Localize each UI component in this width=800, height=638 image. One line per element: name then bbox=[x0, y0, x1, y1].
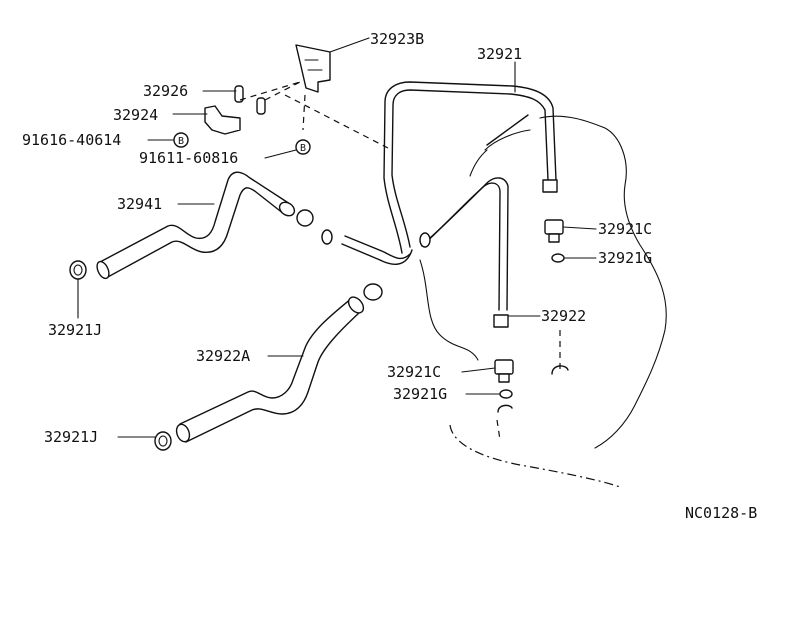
clip-hose-32941-end bbox=[296, 209, 314, 227]
clip-32921J-bottom bbox=[154, 431, 172, 451]
label-32921C-top: 32921C bbox=[598, 220, 652, 238]
pipe-32926 bbox=[234, 85, 266, 115]
port-bottom bbox=[497, 404, 513, 413]
label-32921: 32921 bbox=[477, 45, 522, 63]
svg-text:B: B bbox=[178, 136, 184, 147]
label-32921J-top: 32921J bbox=[48, 321, 102, 339]
bolt-marker-91611: B bbox=[295, 139, 311, 155]
gasket-32921G-top bbox=[551, 253, 565, 263]
tube-32922 bbox=[419, 177, 509, 328]
label-32922A: 32922A bbox=[196, 347, 250, 365]
label-32921G-top: 32921G bbox=[598, 249, 652, 267]
label-32921C-bottom: 32921C bbox=[387, 363, 441, 381]
label-leaders bbox=[77, 37, 597, 438]
label-32921G-bottom: 32921G bbox=[393, 385, 447, 403]
union-bolt-32921C-top bbox=[544, 219, 564, 243]
hose-32922A bbox=[175, 296, 365, 443]
leader-dashes bbox=[239, 81, 389, 149]
tube-32921 bbox=[321, 81, 558, 265]
label-91611-60816: 91611-60816 bbox=[139, 149, 238, 167]
label-32926: 32926 bbox=[143, 82, 188, 100]
hose-32941 bbox=[96, 171, 296, 280]
tube-end-left bbox=[321, 229, 333, 245]
clip-hose-32922A-end bbox=[363, 283, 383, 301]
clamp-32924 bbox=[204, 105, 241, 135]
tube-fitting-lower bbox=[493, 314, 509, 328]
label-32924: 32924 bbox=[113, 106, 158, 124]
engine-outline bbox=[419, 115, 667, 488]
tube-end-right bbox=[419, 232, 431, 248]
label-32921J-bottom: 32921J bbox=[44, 428, 98, 446]
part-labels: 32923B 32921 32926 32924 91616-40614 916… bbox=[22, 30, 652, 446]
bolt-marker-91616: B bbox=[173, 132, 189, 148]
gasket-32921G-bottom bbox=[499, 389, 513, 399]
label-32922: 32922 bbox=[541, 307, 586, 325]
svg-text:B: B bbox=[300, 143, 306, 154]
union-bolt-32921C-bottom bbox=[494, 359, 514, 383]
bracket-32923B bbox=[295, 44, 331, 93]
label-32923B: 32923B bbox=[370, 30, 424, 48]
port-right bbox=[551, 365, 569, 375]
label-91616-40614: 91616-40614 bbox=[22, 131, 121, 149]
label-32941: 32941 bbox=[117, 195, 162, 213]
tube-fitting-upper bbox=[542, 179, 558, 193]
clip-32921J-top bbox=[69, 260, 87, 280]
drawing-code: NC0128-B bbox=[685, 504, 757, 522]
